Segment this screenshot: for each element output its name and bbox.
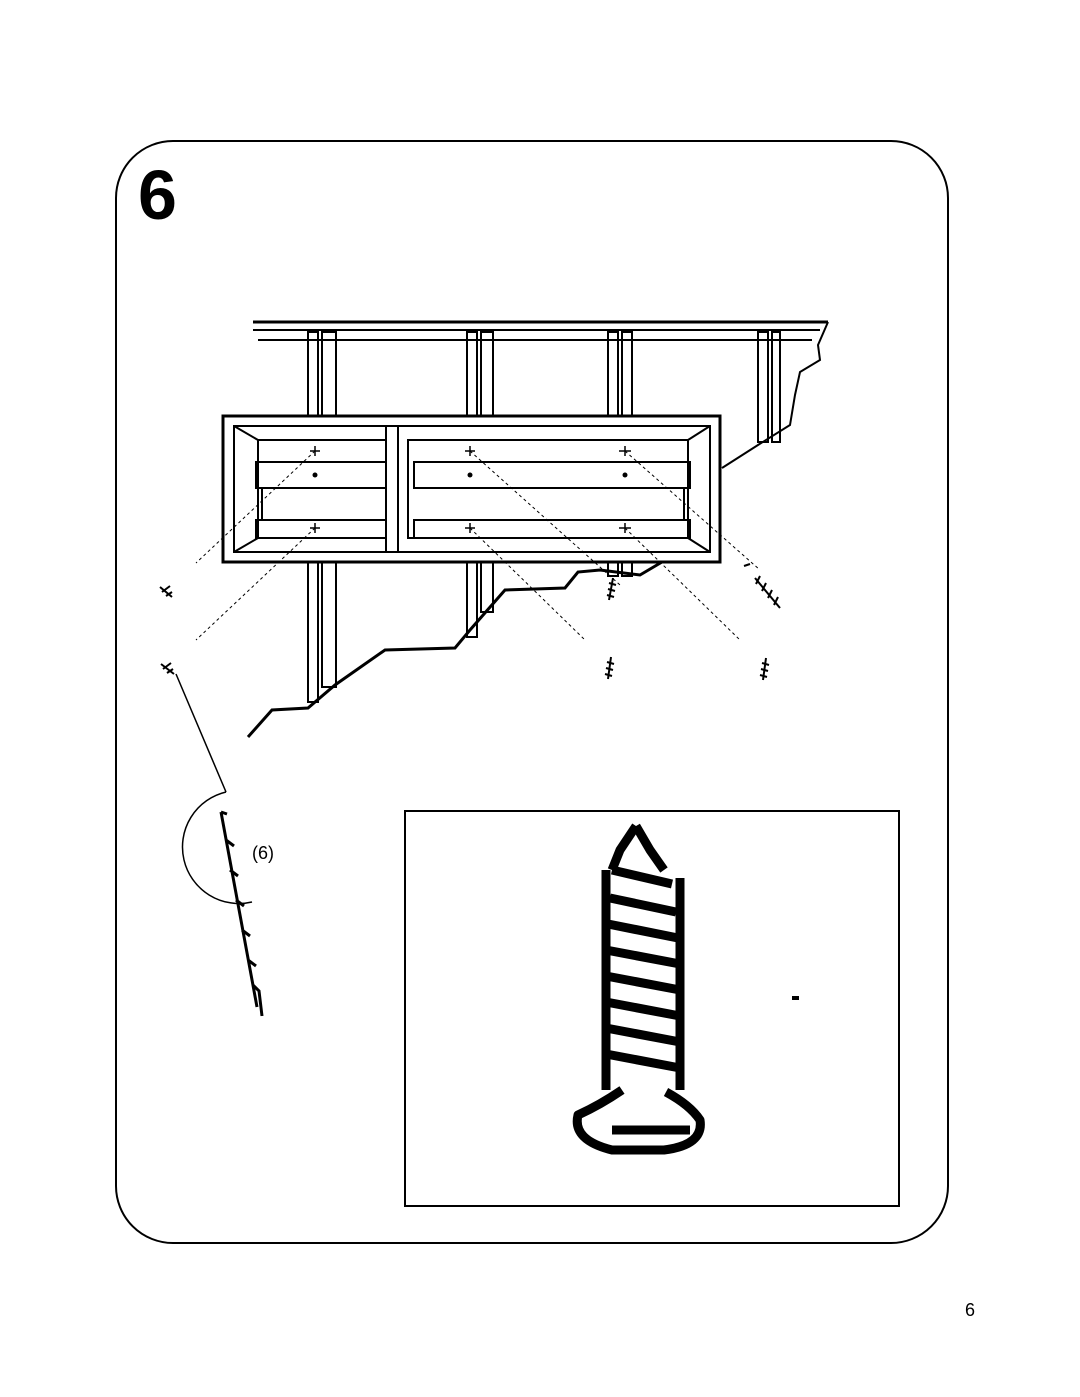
screw-callout bbox=[175, 673, 264, 1017]
step-number: 6 bbox=[138, 156, 177, 234]
screws bbox=[159, 563, 781, 681]
wall-frame bbox=[246, 320, 829, 738]
alignment-lines bbox=[195, 450, 761, 641]
screw-icon bbox=[572, 823, 705, 1155]
screw-detail-frame bbox=[404, 810, 900, 1207]
step-panel bbox=[115, 140, 949, 1244]
wall-cabinet bbox=[221, 414, 722, 564]
part-label: (6) bbox=[252, 843, 274, 863]
page-number: 6 bbox=[965, 1300, 976, 1320]
